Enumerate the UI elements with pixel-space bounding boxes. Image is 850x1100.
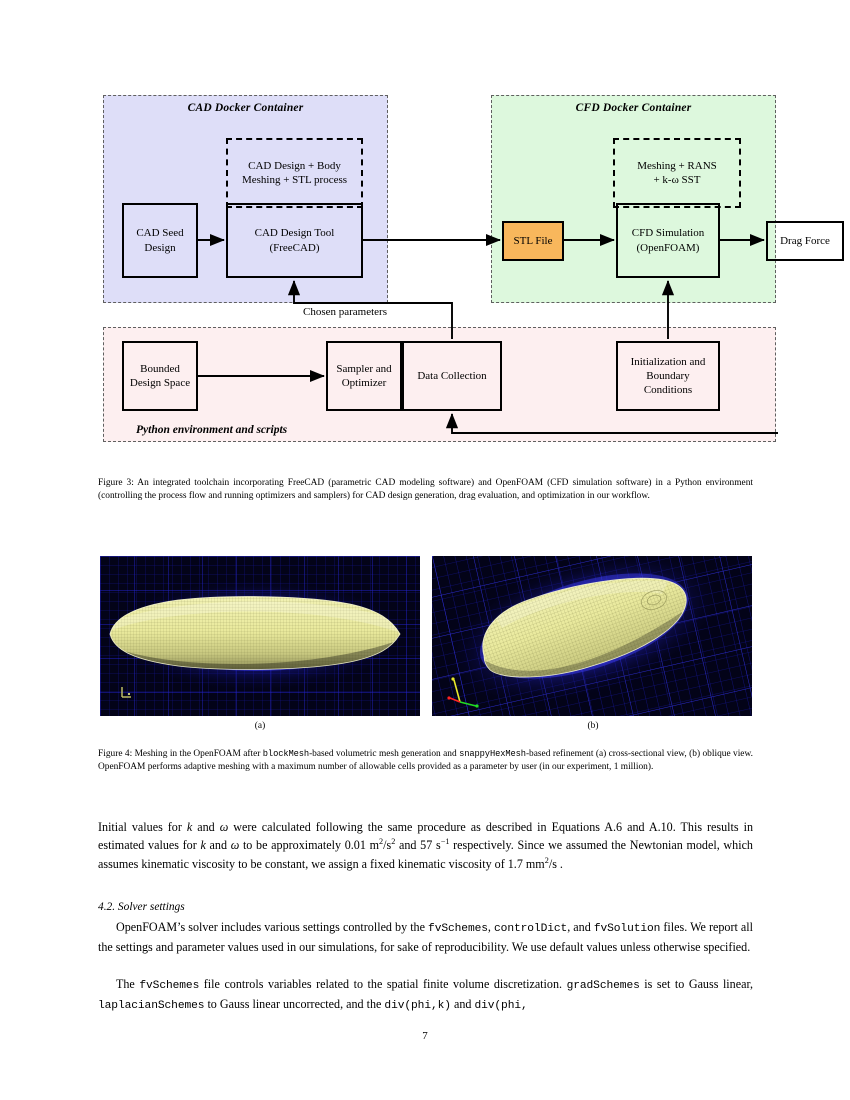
axis-gizmo-a bbox=[121, 687, 131, 698]
mesh-image-oblique-view bbox=[432, 556, 752, 716]
node-data-collection-label: Data Collection bbox=[417, 369, 487, 382]
cad-container-title: CAD Docker Container bbox=[187, 102, 304, 114]
node-bounded-design-space-label: Bounded Design Space bbox=[129, 362, 191, 389]
node-stl-file: STL File bbox=[502, 221, 564, 261]
mesh-a-render bbox=[100, 556, 420, 716]
node-cad-seed-design-label: CAD Seed Design bbox=[136, 227, 184, 254]
figure-4-caption: Figure 4: Meshing in the OpenFOAM after … bbox=[98, 748, 753, 775]
node-drag-force: Drag Force bbox=[766, 221, 844, 261]
node-initialization-boundary-label: Initialization and Boundary Conditions bbox=[630, 355, 706, 397]
node-cad-design-tool-label: CAD Design Tool (FreeCAD) bbox=[254, 227, 335, 254]
node-sampler-optimizer: Sampler and Optimizer bbox=[326, 341, 402, 411]
node-initialization-boundary: Initialization and Boundary Conditions bbox=[616, 341, 720, 411]
node-drag-force-label: Drag Force bbox=[780, 234, 830, 247]
fig4-cap-prefix: Figure 4: Meshing in the OpenFOAM after bbox=[98, 749, 263, 759]
node-cfd-simulation: CFD Simulation (OpenFOAM) bbox=[616, 203, 720, 278]
paragraph-solver-settings: OpenFOAM’s solver includes various setti… bbox=[98, 920, 753, 955]
node-cad-design-tool: CAD Design Tool (FreeCAD) bbox=[226, 203, 363, 278]
cfd-container-title: CFD Docker Container bbox=[575, 102, 692, 114]
cfd-process-box: Meshing + RANS + k-ω SST bbox=[613, 138, 741, 208]
cad-process-label: CAD Design + Body Meshing + STL process bbox=[241, 159, 348, 186]
mesh-image-cross-sectional-view bbox=[100, 556, 420, 716]
page-number: 7 bbox=[422, 1030, 428, 1042]
node-bounded-design-space: Bounded Design Space bbox=[122, 341, 198, 411]
fig4-cap-mono-snappyhexmesh: snappyHexMesh bbox=[459, 749, 526, 759]
figure-4-images bbox=[100, 556, 752, 716]
figure-3-diagram: CAD Docker Container CFD Docker Containe… bbox=[98, 88, 844, 444]
cad-process-box: CAD Design + Body Meshing + STL process bbox=[226, 138, 363, 208]
section-heading-solver-settings: 4.2. Solver settings bbox=[98, 901, 185, 913]
node-data-collection: Data Collection bbox=[402, 341, 502, 411]
cad-docker-container: CAD Docker Container bbox=[103, 95, 388, 303]
fig4-cap-mid: -based volumetric mesh generation and bbox=[309, 749, 460, 759]
figure-4-subcaption-a: (a) bbox=[254, 721, 266, 731]
axis-gizmo-b bbox=[447, 677, 479, 708]
node-sampler-optimizer-label: Sampler and Optimizer bbox=[336, 362, 392, 389]
cfd-process-line1: Meshing + RANS bbox=[637, 159, 717, 172]
paragraph-initial-values: Initial values for k and ω were calculat… bbox=[98, 820, 753, 871]
edge-label-chosen-parameters: Chosen parameters bbox=[303, 306, 387, 318]
paragraph-fvschemes: The fvSchemes file controls variables re… bbox=[98, 977, 754, 1013]
node-cfd-simulation-label: CFD Simulation (OpenFOAM) bbox=[631, 227, 705, 254]
cfd-docker-container: CFD Docker Container bbox=[491, 95, 776, 303]
fig4-cap-suffix: -based refinement (a) cross-sectional vi… bbox=[98, 749, 753, 773]
figure-4-subcaption-b: (b) bbox=[587, 721, 599, 731]
node-cad-seed-design: CAD Seed Design bbox=[122, 203, 198, 278]
cfd-process-label: Meshing + RANS + k-ω SST bbox=[637, 159, 717, 187]
mesh-b-render bbox=[432, 556, 752, 716]
python-container-title: Python environment and scripts bbox=[136, 424, 288, 436]
figure-3-caption: Figure 3: An integrated toolchain incorp… bbox=[98, 478, 753, 502]
node-stl-file-label: STL File bbox=[513, 234, 553, 247]
fig4-cap-mono-blockmesh: blockMesh bbox=[262, 749, 310, 759]
cfd-process-line2: + k-ω SST bbox=[653, 174, 701, 186]
